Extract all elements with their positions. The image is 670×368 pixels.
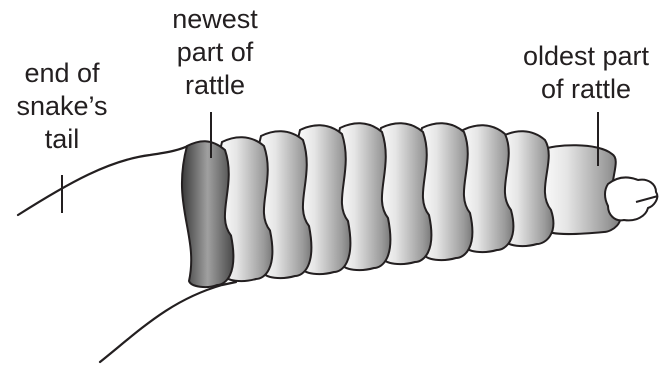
tail-bottom-edge xyxy=(100,282,236,362)
label-newest-part: newest part of rattle xyxy=(160,3,270,102)
label-oldest-part: oldest part of rattle xyxy=(505,40,667,106)
rattle-segments xyxy=(182,123,658,287)
label-end-of-tail: end of snake’s tail xyxy=(2,57,122,156)
rattle-segment-newest xyxy=(182,141,233,287)
